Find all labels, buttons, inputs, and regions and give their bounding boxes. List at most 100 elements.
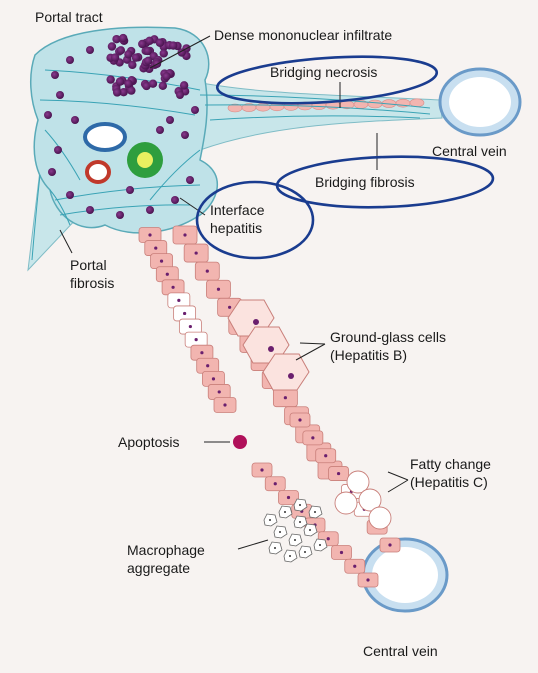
- lymphocyte: [66, 56, 74, 64]
- label-interface-2: hepatitis: [210, 220, 262, 236]
- lymphocyte: [116, 77, 124, 85]
- lymphocyte: [176, 91, 184, 99]
- label-portal-fibrosis-1: Portal: [70, 257, 107, 273]
- label-macrophage-2: aggregate: [127, 560, 190, 576]
- ground-glass-nucleus: [268, 346, 274, 352]
- hepatocyte-nucleus: [260, 468, 263, 471]
- macrophage-nucleus: [319, 544, 321, 546]
- lymphocyte: [144, 57, 152, 65]
- lymphocyte: [51, 71, 59, 79]
- hepatocyte-nucleus: [218, 390, 221, 393]
- label-bridging-necrosis: Bridging necrosis: [270, 64, 377, 80]
- hepatocyte-nucleus: [353, 565, 356, 568]
- macrophage-nucleus: [314, 511, 316, 513]
- macrophage-nucleus: [274, 547, 276, 549]
- hepatocyte-nucleus: [311, 436, 314, 439]
- hepatocyte-nucleus: [388, 543, 391, 546]
- label-portal-fibrosis-2: fibrosis: [70, 275, 114, 291]
- macrophage-nucleus: [294, 539, 296, 541]
- lymphocyte: [116, 211, 124, 219]
- hepatocyte-nucleus: [287, 496, 290, 499]
- macrophage-nucleus: [284, 511, 286, 513]
- lymphocyte: [106, 75, 114, 83]
- lymphocyte: [117, 46, 125, 54]
- hepatocyte-nucleus: [206, 270, 209, 273]
- hepatocyte-nucleus: [284, 396, 287, 399]
- hepatocyte-nucleus: [206, 364, 209, 367]
- fat-droplet-cell: [369, 507, 391, 529]
- lymphocyte: [56, 91, 64, 99]
- lymphocyte: [86, 46, 94, 54]
- lymphocyte: [128, 61, 136, 69]
- lymphocyte: [169, 41, 177, 49]
- lymphocyte: [48, 168, 56, 176]
- lymphocyte: [191, 106, 199, 114]
- hepatocyte-nucleus: [177, 299, 180, 302]
- hepatocyte-nucleus: [160, 260, 163, 263]
- lymphocyte: [146, 206, 154, 214]
- central-vein-bottom-lumen: [372, 547, 438, 603]
- hepatocyte-nucleus: [195, 251, 198, 254]
- lymphocyte: [159, 82, 167, 90]
- macrophage-nucleus: [269, 519, 271, 521]
- lymphocyte: [126, 186, 134, 194]
- central-vein-top-lumen: [449, 77, 511, 127]
- leader-portal-fibrosis: [60, 230, 72, 253]
- hepatocyte-nucleus: [298, 418, 301, 421]
- hepatocyte-nucleus: [189, 325, 192, 328]
- hepatocyte-nucleus: [228, 306, 231, 309]
- hepatocyte-nucleus: [223, 403, 226, 406]
- hepatocyte-nucleus: [166, 273, 169, 276]
- ground-glass-nucleus: [253, 319, 259, 325]
- leader-macrophage: [238, 540, 268, 549]
- hepatocyte-nucleus: [195, 338, 198, 341]
- hepatocyte-nucleus: [217, 288, 220, 291]
- hepatocyte-nucleus: [324, 454, 327, 457]
- lymphocyte: [86, 206, 94, 214]
- necrotic-hepatocyte: [368, 100, 382, 108]
- hepatocyte-nucleus: [183, 233, 186, 236]
- lymphocyte: [181, 131, 189, 139]
- necrotic-hepatocyte: [410, 99, 424, 107]
- label-bridging-fibrosis: Bridging fibrosis: [315, 174, 415, 190]
- macrophage-nucleus: [299, 504, 301, 506]
- hepatocyte-nucleus: [154, 246, 157, 249]
- lymphocyte: [132, 53, 140, 61]
- label-ground-glass-1: Ground-glass cells: [330, 329, 446, 345]
- label-interface-1: Interface: [210, 202, 265, 218]
- lymphocyte: [108, 42, 116, 50]
- hepatocyte-nucleus: [212, 377, 215, 380]
- hepatocyte-nucleus: [183, 312, 186, 315]
- lymphocyte: [66, 191, 74, 199]
- lymphocyte: [111, 53, 119, 61]
- lymphocyte: [166, 116, 174, 124]
- hepatocyte-nucleus: [274, 482, 277, 485]
- hepatocyte-nucleus: [171, 286, 174, 289]
- lymphocyte: [138, 40, 146, 48]
- hepatocyte-nucleus: [327, 537, 330, 540]
- hepatocyte-plates: [139, 226, 400, 587]
- lymphocyte: [143, 47, 151, 55]
- lymphocyte: [119, 34, 127, 42]
- leader-ground-glass: [296, 343, 325, 360]
- lymphocyte: [156, 39, 164, 47]
- hepatic-artery: [87, 162, 109, 182]
- label-dense-infiltrate: Dense mononuclear infiltrate: [214, 27, 392, 43]
- lymphocyte: [186, 176, 194, 184]
- lymphocyte: [113, 88, 121, 96]
- bile-duct-lumen: [137, 152, 153, 168]
- hepatocyte-nucleus: [337, 472, 340, 475]
- lymphocyte: [54, 146, 62, 154]
- macrophage-nucleus: [309, 529, 311, 531]
- lymphocyte: [180, 81, 188, 89]
- macrophage-nucleus: [304, 551, 306, 553]
- label-fatty-1: Fatty change: [410, 456, 491, 472]
- leader-fatty: [388, 472, 408, 492]
- label-fatty-2: (Hepatitis C): [410, 474, 488, 490]
- ground-glass-nucleus: [288, 373, 294, 379]
- necrotic-hepatocyte: [256, 103, 270, 111]
- macrophage-nucleus: [279, 531, 281, 533]
- lymphocyte: [149, 79, 157, 87]
- lymphocyte: [44, 111, 52, 119]
